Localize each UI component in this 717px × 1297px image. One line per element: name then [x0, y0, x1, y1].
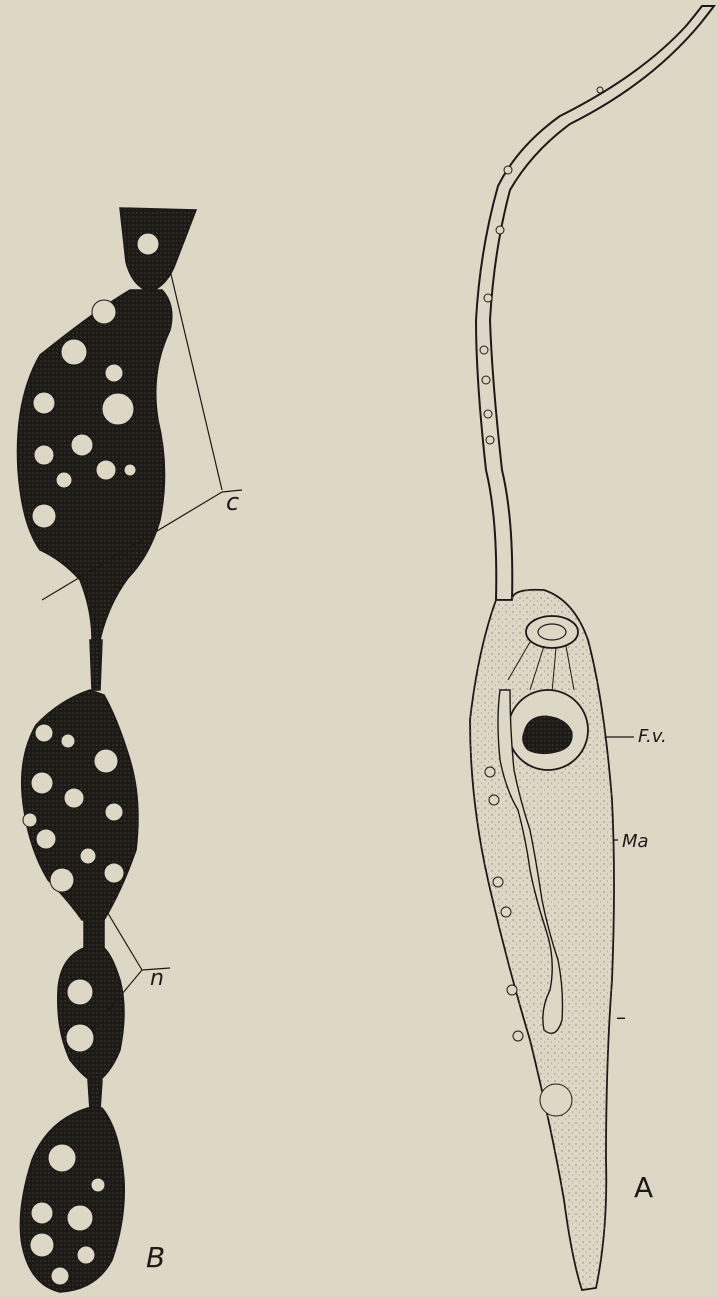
- b-neck-2: [88, 1080, 102, 1110]
- a-stalk: [476, 6, 714, 600]
- b-segment-1: [17, 290, 171, 640]
- panel-label-b: B: [146, 1244, 165, 1272]
- label-macronucleus: Ma: [622, 833, 649, 851]
- panel-label-a: A: [634, 1174, 653, 1202]
- b-neck-1: [90, 640, 102, 690]
- b-segment-3: [58, 948, 124, 1080]
- a-collar: [526, 616, 578, 648]
- label-food-vacuole: F.v.: [638, 728, 667, 746]
- label-n: n: [150, 968, 164, 990]
- panel-a-cell: [470, 6, 714, 1290]
- b-segment-4: [20, 1108, 124, 1292]
- label-dash: –: [616, 1007, 626, 1027]
- label-c: c: [226, 490, 239, 514]
- b-terminal-cup: [120, 208, 196, 292]
- b-connector: [84, 918, 104, 950]
